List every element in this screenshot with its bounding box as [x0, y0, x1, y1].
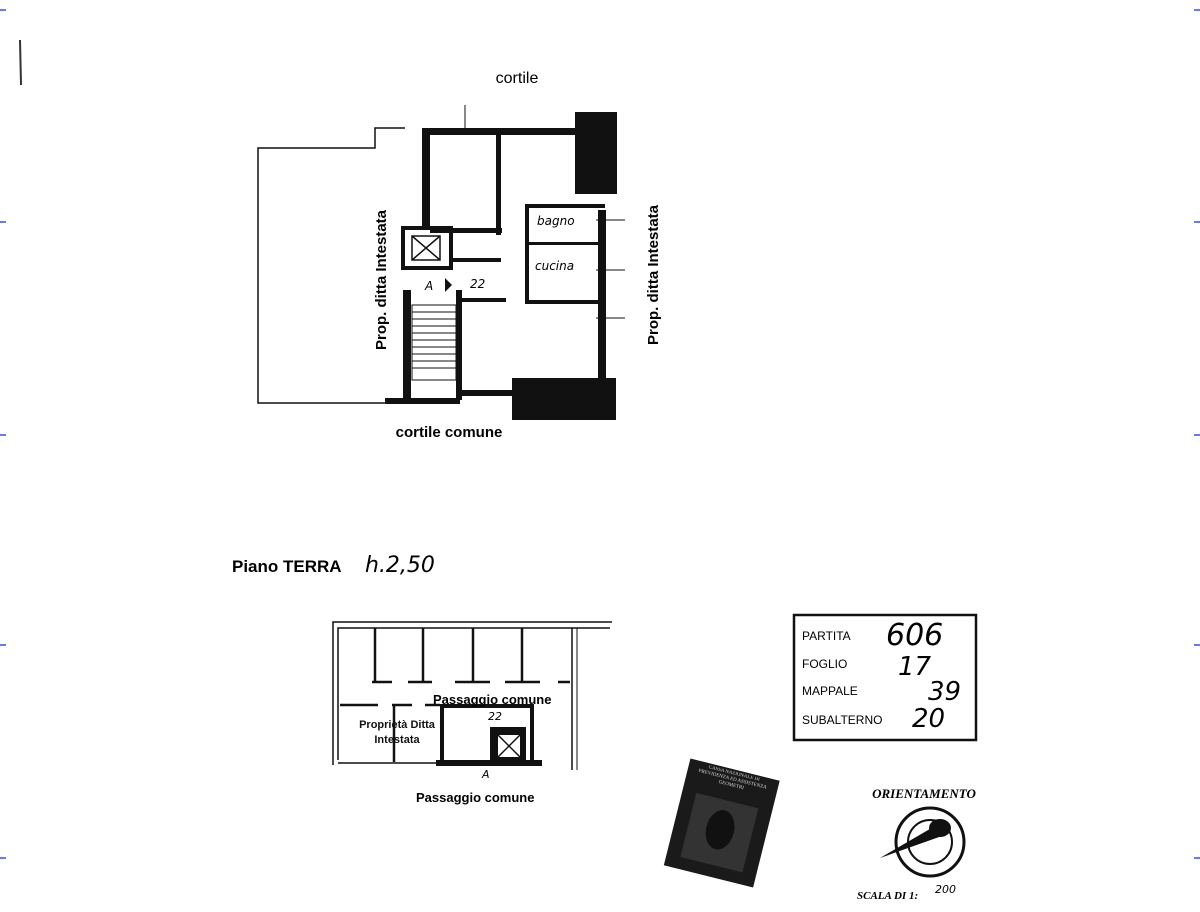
foglio-label: FOGLIO [802, 657, 847, 671]
cadastral-box: PARTITA 606 FOGLIO 17 MAPPALE 39 SUBALTE… [792, 613, 978, 742]
wall [385, 398, 460, 404]
label-property: Proprietà Ditta Intestata [359, 719, 435, 746]
basement-plan: Passaggio comune 22 Proprietà Ditta Inte… [332, 621, 612, 805]
partition [525, 204, 605, 208]
orientation-label: ORIENTAMENTO [872, 786, 976, 801]
balcony-north [575, 112, 617, 194]
label-west-property: Prop. ditta Intestata [373, 209, 390, 350]
margin-ticks [0, 9, 1200, 859]
partition [528, 242, 600, 245]
foglio-value: 17 [898, 652, 932, 682]
marker-number: 22 [470, 277, 485, 291]
wall [456, 290, 462, 400]
label-cortile: cortile [496, 70, 539, 87]
subalterno-label: SUBALTERNO [802, 713, 882, 727]
floor-name: Piano TERRA [232, 557, 342, 576]
partition [451, 258, 501, 262]
wall [422, 128, 430, 228]
partita-value: 606 [886, 618, 943, 653]
partition [525, 204, 529, 304]
wall [456, 390, 516, 396]
orientation: ORIENTAMENTO SCALA DI 1: 200 [857, 786, 976, 902]
label-cortile-comune: cortile comune [396, 424, 503, 441]
mappale-value: 39 [928, 677, 961, 707]
ground-floor-plan: cortile bagno c [257, 70, 662, 441]
marker-a: A [424, 279, 433, 293]
scale-label: SCALA DI 1: [857, 890, 918, 902]
scan-mark [19, 39, 22, 86]
entrance-arrow-icon [445, 278, 452, 292]
wall [422, 128, 578, 135]
partition [528, 300, 600, 304]
elevator-shaft [401, 226, 453, 270]
adjacent-property-outline [257, 127, 405, 404]
stamp: CASSA NAZIONALE DI PREVIDENZA ED ASSISTE… [663, 758, 780, 888]
partition [430, 228, 502, 233]
partita-label: PARTITA [802, 629, 851, 643]
wall [403, 290, 411, 400]
label-east-property: Prop. ditta Intestata [645, 204, 662, 345]
north-compass-icon [880, 806, 966, 878]
staircase [411, 304, 457, 381]
room-label-cucina: cucina [535, 259, 574, 273]
balcony-south [512, 378, 616, 420]
room-label-bagno: bagno [537, 214, 575, 228]
label-passaggio-upper: Passaggio comune [433, 692, 551, 707]
label-passaggio-lower: Passaggio comune [416, 790, 534, 805]
floor-height: h.2,50 [365, 553, 435, 578]
mappale-label: MAPPALE [802, 684, 858, 698]
subalterno-value: 20 [912, 704, 945, 734]
floor-title: Piano TERRA h.2,50 [232, 553, 435, 578]
partition [496, 135, 501, 235]
marker-a: A [481, 768, 490, 781]
wall [598, 210, 606, 400]
partition [458, 298, 506, 302]
marker-number: 22 [488, 710, 502, 723]
scale-value: 200 [935, 883, 956, 896]
